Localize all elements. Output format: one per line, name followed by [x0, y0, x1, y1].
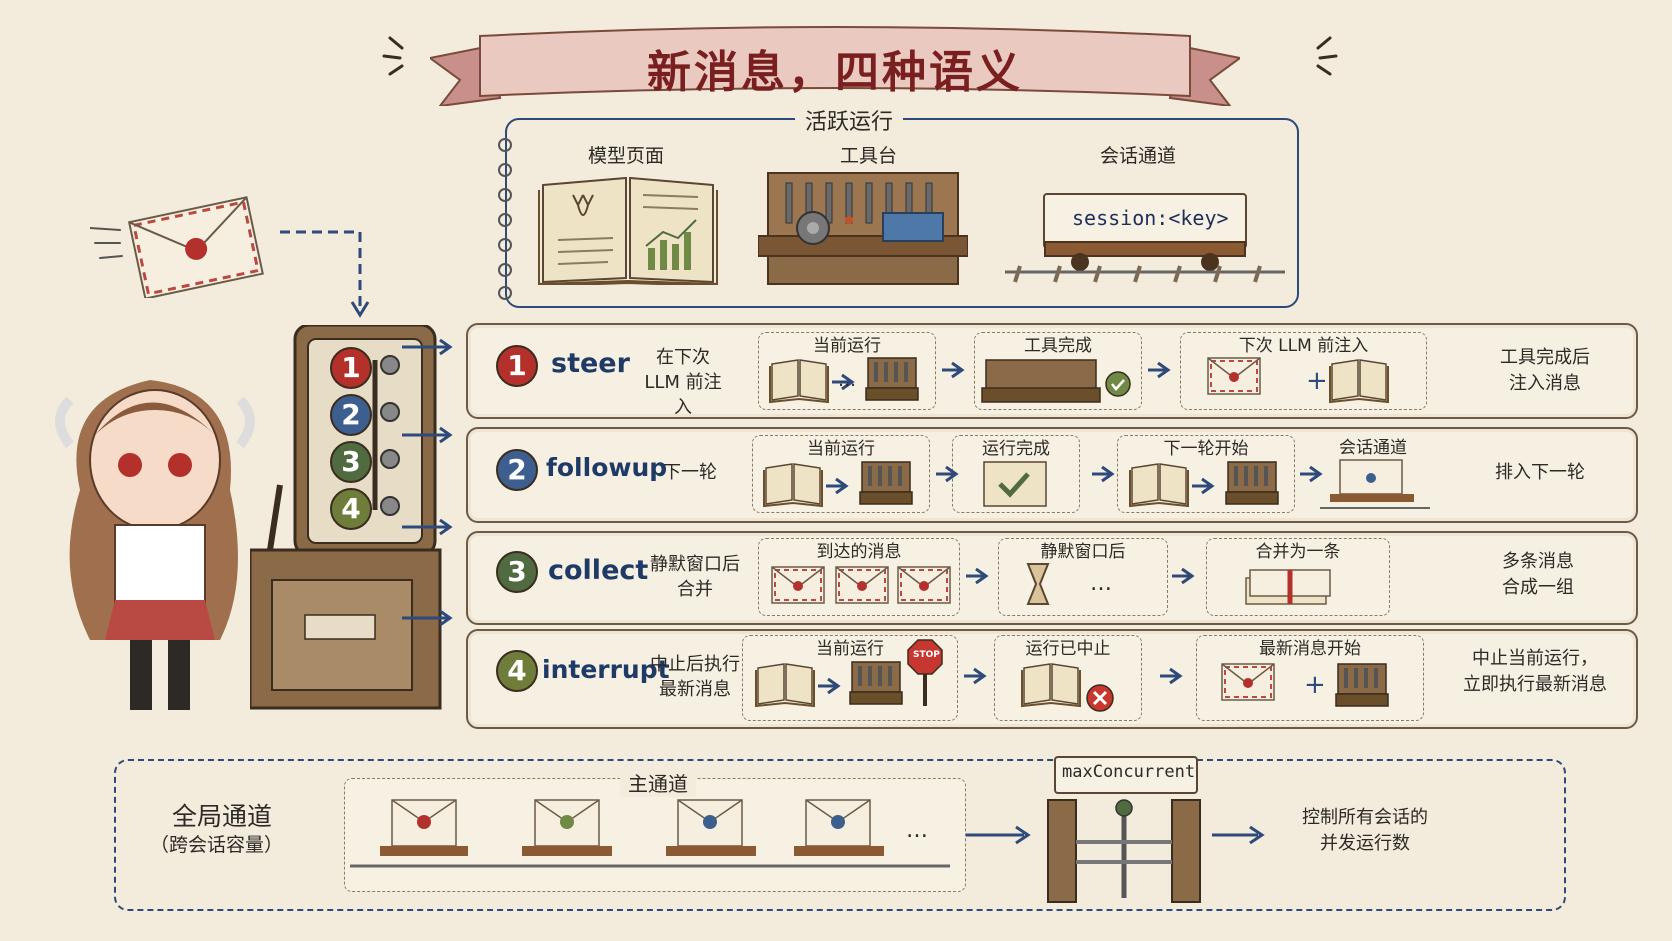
toolbench-icon — [758, 172, 968, 285]
mode-1-note: 工具完成后 注入消息 — [1470, 345, 1620, 397]
spark-right-icon — [1316, 36, 1338, 76]
followup-step-3-title: 下一轮开始 — [1163, 439, 1249, 459]
mode-1-note-text: 工具完成后 注入消息 — [1500, 347, 1590, 394]
followup-step-3: 下一轮开始 — [1117, 435, 1295, 513]
mode-3-desc-text: 静默窗口后 合并 — [650, 554, 740, 600]
followup-step-1-title: 当前运行 — [807, 439, 875, 459]
gate-out-arrow — [1212, 825, 1265, 845]
followup-step-4: 会话通道 — [1316, 435, 1430, 511]
interrupt-step-2-title: 运行已中止 — [1025, 639, 1111, 659]
collect-step-3: 合并为一条 — [1206, 538, 1390, 616]
active-run-label: 活跃运行 — [795, 104, 904, 136]
incoming-envelope-icon — [90, 196, 264, 298]
main-lane-label: 主通道 — [620, 768, 696, 797]
spark-left-icon — [382, 36, 404, 76]
interrupt-plus: + — [1304, 670, 1326, 700]
followup-step-4-title: 会话通道 — [1339, 438, 1407, 458]
global-lane-note-text: 控制所有会话的 并发运行数 — [1302, 807, 1428, 854]
selector-1[interactable]: 1 — [330, 347, 372, 389]
mode-2-note: 排入下一轮 — [1495, 462, 1585, 483]
mode-4-note: 中止当前运行， 立即执行最新消息 — [1450, 646, 1620, 698]
lane-to-gate-arrow — [966, 825, 1031, 845]
interrupt-step-1-title: 当前运行 — [816, 639, 884, 659]
mode-3-badge: 3 — [496, 551, 538, 593]
mode-4-badge: 4 — [496, 650, 538, 692]
selector-3[interactable]: 3 — [330, 441, 372, 483]
mode-2-desc: 下一轮 — [663, 462, 717, 483]
mode-1-desc: 在下次 LLM 前注入 — [638, 345, 728, 420]
global-lane-box — [114, 759, 1566, 911]
incoming-arrow — [280, 230, 370, 318]
mode-3-desc: 静默窗口后 合并 — [640, 552, 750, 602]
main-lane-ellipsis: … — [906, 818, 928, 843]
steer-ellipsis-1: … — [838, 370, 856, 391]
page-title: 新消息，四种语义 — [647, 47, 1023, 98]
steer-step-3: 下次 LLM 前注入 — [1180, 332, 1427, 410]
mode-2-name: followup — [546, 453, 668, 482]
mode-4-desc-text: 中止后执行 最新消息 — [650, 654, 740, 700]
stop-sign-text: STOP — [913, 650, 940, 660]
mode-3-name: collect — [548, 555, 649, 586]
mode-4-desc: 中止后执行 最新消息 — [645, 652, 745, 702]
collect-step-2-title: 静默窗口后 — [1040, 542, 1126, 562]
selector-2[interactable]: 2 — [330, 394, 372, 436]
max-concurrent-label: maxConcurrent — [1062, 762, 1196, 782]
steer-step-2-title: 工具完成 — [1024, 336, 1092, 356]
collect-step-1: 到达的消息 — [758, 538, 960, 616]
steer-step-1-title: 当前运行 — [813, 336, 881, 356]
collect-step-2: 静默窗口后 — [998, 538, 1168, 616]
global-lane-note: 控制所有会话的 并发运行数 — [1280, 805, 1450, 857]
mode-4-note-text: 中止当前运行， 立即执行最新消息 — [1463, 648, 1607, 695]
mode-3-note: 多条消息 合成一组 — [1478, 549, 1598, 601]
mode-1-badge: 1 — [496, 345, 538, 387]
interrupt-step-1: 当前运行 — [742, 635, 958, 721]
turnstile-gate-icon — [1047, 799, 1201, 903]
followup-step-2: 运行完成 — [952, 435, 1080, 513]
interrupt-step-3-title: 最新消息开始 — [1259, 639, 1361, 659]
mode-4-name: interrupt — [542, 655, 670, 684]
mode-1-desc-text: 在下次 LLM 前注入 — [644, 347, 722, 418]
mode-1-name: steer — [551, 348, 630, 379]
selector-arrows — [402, 338, 453, 627]
model-page-label: 模型页面 — [588, 145, 665, 167]
notebook-rings — [498, 138, 512, 300]
collect-step-3-title: 合并为一条 — [1255, 542, 1341, 562]
character-illustration — [55, 380, 255, 710]
mode-2-badge: 2 — [496, 449, 538, 491]
followup-step-2-title: 运行完成 — [982, 439, 1050, 459]
max-concurrent-sign — [1054, 756, 1198, 794]
global-lane-title: 全局通道 — [172, 802, 273, 831]
toolbench-label: 工具台 — [840, 145, 898, 167]
interrupt-step-2: 运行已中止 — [994, 635, 1142, 721]
collect-step-1-title: 到达的消息 — [816, 542, 902, 562]
steer-step-3-title: 下次 LLM 前注入 — [1238, 336, 1369, 356]
title-banner — [430, 26, 1240, 106]
global-lane-subtitle: （跨会话容量） — [150, 834, 284, 856]
selector-4[interactable]: 4 — [330, 488, 372, 530]
rail-cart-icon — [1005, 241, 1285, 283]
session-key-text: session:<key> — [1072, 206, 1229, 230]
open-book-icon — [538, 176, 718, 285]
mode-3-note-text: 多条消息 合成一组 — [1502, 551, 1574, 598]
main-lane-carts — [350, 799, 950, 868]
session-lane-label: 会话通道 — [1100, 145, 1177, 167]
steer-step-2: 工具完成 — [974, 332, 1142, 410]
followup-step-1: 当前运行 — [752, 435, 930, 513]
steer-plus: + — [1306, 366, 1328, 396]
